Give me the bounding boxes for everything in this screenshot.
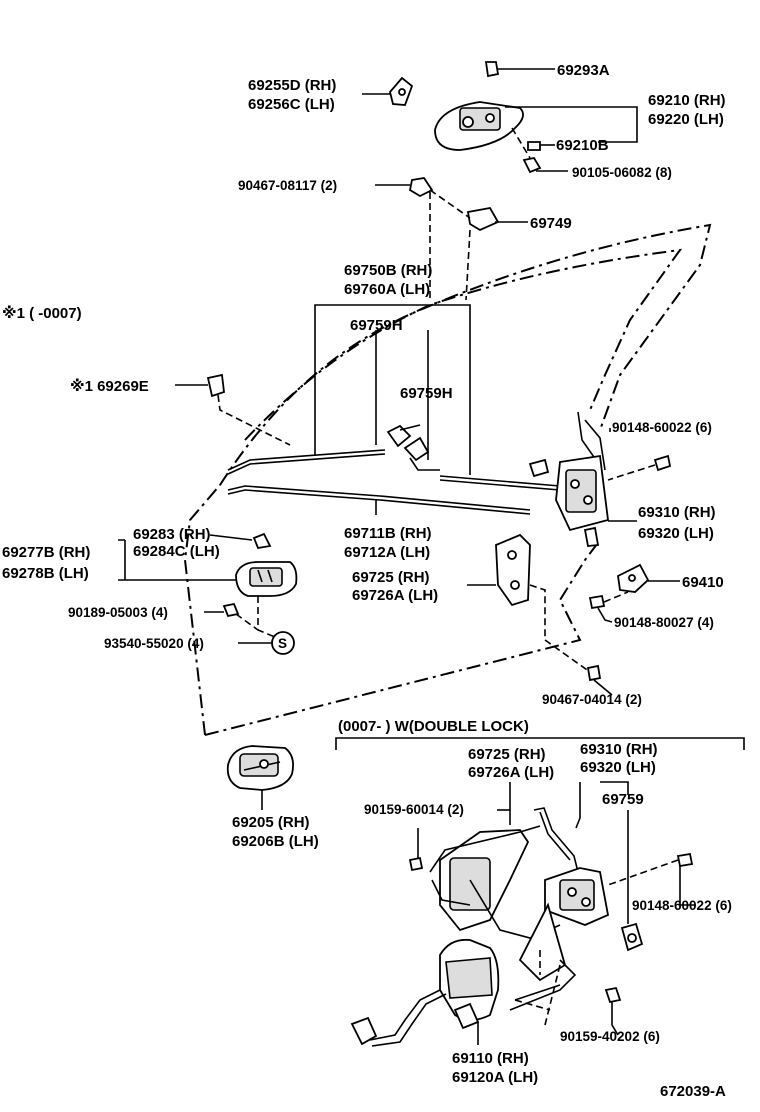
outside-handle-assembly <box>389 61 542 232</box>
door-lock-upper <box>528 411 672 547</box>
label-69284c: 69284C (LH) <box>133 543 220 560</box>
label-69278b: 69278B (LH) <box>2 565 89 582</box>
label-note1: ※1 ( -0007) <box>2 304 82 322</box>
label-69749: 69749 <box>530 215 572 232</box>
leader-lines-top <box>362 68 638 301</box>
rod-69750b <box>227 449 386 471</box>
label-69759h-a: 69759H <box>350 317 403 334</box>
s-mark-label: S <box>278 636 287 651</box>
label-90105: 90105-06082 (8) <box>572 165 672 180</box>
label-69220: 69220 (LH) <box>648 111 724 128</box>
drawing-number: 672039-A <box>660 1083 726 1100</box>
plug-69269e <box>175 373 291 446</box>
label-69759h-b: 69759H <box>400 385 453 402</box>
label-69255d: 69255D (RH) <box>248 77 336 94</box>
label-69206b: 69206B (LH) <box>232 833 319 850</box>
clip-69293a <box>484 61 500 78</box>
label-69410: 69410 <box>682 574 724 591</box>
label-69205: 69205 (RH) <box>232 814 310 831</box>
label-90148c: 90148-60022 (6) <box>632 898 732 913</box>
label-69320b: 69320 (LH) <box>580 759 656 776</box>
label-69759: 69759 <box>602 791 644 808</box>
label-90159b: 90159-40202 (6) <box>560 1029 660 1044</box>
label-93540: 93540-55020 (4) <box>104 636 204 651</box>
clip-69749 <box>466 207 500 232</box>
label-69750b: 69750B (RH) <box>344 262 432 279</box>
labels: 69293A 69255D (RH) 69256C (LH) 69210 (RH… <box>2 62 732 1100</box>
bracket-69725 <box>467 533 613 696</box>
door-outline <box>183 223 712 736</box>
label-69110: 69110 (RH) <box>452 1050 529 1067</box>
label-90467a: 90467-08117 (2) <box>238 178 337 193</box>
label-69310b: 69310 (RH) <box>580 741 658 758</box>
label-90189: 90189-05003 (4) <box>68 605 168 620</box>
section-bracket <box>335 737 745 750</box>
label-69283: 69283 (RH) <box>133 526 211 543</box>
rod-69711b <box>227 485 531 511</box>
label-69256c: 69256C (LH) <box>248 96 335 113</box>
label-69711b: 69711B (RH) <box>344 525 432 542</box>
label-69120a: 69120A (LH) <box>452 1069 538 1086</box>
label-69210b: 69210B <box>556 137 609 154</box>
label-90467b: 90467-04014 (2) <box>542 692 642 707</box>
label-90148b: 90148-80027 (4) <box>614 615 714 630</box>
label-69293a: 69293A <box>557 62 610 79</box>
label-69760a: 69760A (LH) <box>344 281 430 298</box>
label-69726a-a: 69726A (LH) <box>352 587 438 604</box>
label-90148a: 90148-60022 (6) <box>612 420 712 435</box>
label-69725b: 69725 (RH) <box>468 746 546 763</box>
label-69726a-b: 69726A (LH) <box>468 764 554 781</box>
inside-handle-left <box>118 532 298 655</box>
label-69210: 69210 (RH) <box>648 92 726 109</box>
label-69320a: 69320 (LH) <box>638 525 714 542</box>
rod-box <box>227 304 561 515</box>
leader-lines-lower <box>417 781 696 1045</box>
label-69269e: ※1 69269E <box>70 377 149 395</box>
double-lock-assembly <box>350 807 694 1047</box>
bracket-69410 <box>588 563 680 623</box>
inside-handle-bottom <box>226 745 294 810</box>
label-69310a: 69310 (RH) <box>638 504 716 521</box>
label-69712a: 69712A (LH) <box>344 544 430 561</box>
label-69725a: 69725 (RH) <box>352 569 430 586</box>
section-title: (0007- ) W(DOUBLE LOCK) <box>338 718 529 735</box>
label-90159a: 90159-60014 (2) <box>364 802 464 817</box>
label-69277b: 69277B (RH) <box>2 544 90 561</box>
